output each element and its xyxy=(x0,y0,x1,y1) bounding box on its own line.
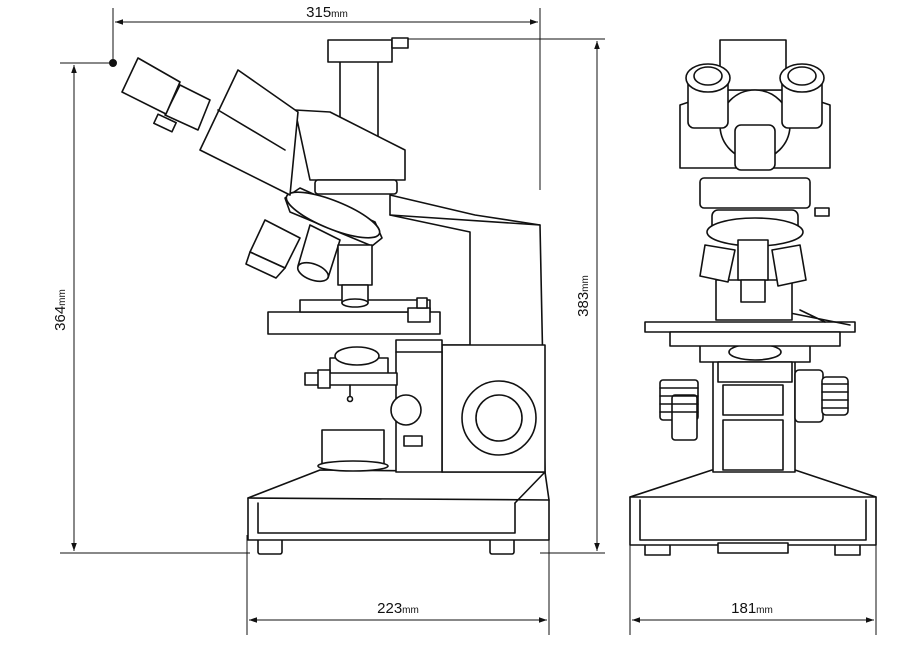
svg-text:315mm: 315mm xyxy=(306,4,348,21)
dimension-front-width: 181mm xyxy=(629,540,877,635)
front-stage xyxy=(644,309,856,347)
focus-block xyxy=(390,339,443,473)
front-focus-knob-left xyxy=(659,379,699,441)
base xyxy=(247,469,550,541)
microscope-front-view xyxy=(629,39,877,556)
front-focus-knob-right xyxy=(794,369,849,423)
left-height-value: 364 xyxy=(52,306,69,331)
objective-middle xyxy=(296,224,341,283)
lamp-ring-inner xyxy=(475,394,523,442)
dimension-top-width: 315mm xyxy=(112,4,541,190)
front-objective-right xyxy=(771,244,807,287)
front-base xyxy=(629,469,877,554)
base-width-value: 223 xyxy=(377,600,402,617)
front-objective-center xyxy=(737,239,769,303)
front-objective-left xyxy=(699,244,736,283)
front-width-value: 181 xyxy=(731,600,756,617)
front-eyepiece-right xyxy=(779,63,825,129)
objective-left xyxy=(245,219,301,279)
objective-right xyxy=(337,244,373,308)
dimension-base-width: 223mm xyxy=(246,535,550,635)
svg-text:383mm: 383mm xyxy=(575,275,592,317)
right-height-unit: mm xyxy=(580,275,591,292)
svg-text:181mm: 181mm xyxy=(731,600,773,617)
microscope-side-view xyxy=(121,37,550,555)
focus-knob xyxy=(390,394,422,426)
base-width-unit: mm xyxy=(402,605,419,616)
top-width-value: 315 xyxy=(306,4,331,21)
binocular-body xyxy=(199,69,299,196)
svg-text:223mm: 223mm xyxy=(377,600,419,617)
trinocular-head xyxy=(121,37,409,196)
camera-port xyxy=(327,39,393,63)
arm xyxy=(389,194,546,473)
port-screw xyxy=(391,37,409,49)
dimension-left-height: 364mm xyxy=(52,59,250,554)
field-lens-housing xyxy=(317,429,389,472)
focus-lock xyxy=(403,435,423,447)
head-body xyxy=(294,109,406,181)
front-camera-port xyxy=(719,39,787,91)
svg-text:364mm: 364mm xyxy=(52,289,69,331)
front-eyepiece-left xyxy=(685,63,731,129)
dimension-right-height: 383mm xyxy=(400,38,605,554)
top-width-unit: mm xyxy=(331,9,348,20)
eyepiece xyxy=(121,57,181,115)
reference-point xyxy=(109,59,117,67)
condenser xyxy=(304,346,398,403)
left-height-unit: mm xyxy=(57,289,68,306)
nosepiece xyxy=(284,187,383,247)
stage xyxy=(267,297,441,335)
right-height-value: 383 xyxy=(575,292,592,317)
front-width-unit: mm xyxy=(756,605,773,616)
